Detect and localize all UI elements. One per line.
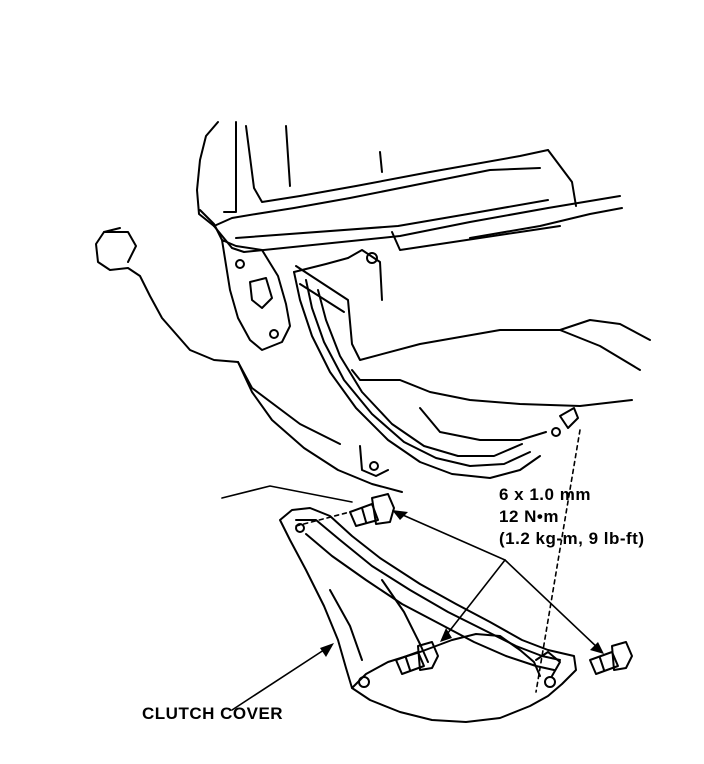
leader-lines: [221, 429, 601, 711]
fastener-spec-callout: 6 x 1.0 mm 12 N•m (1.2 kg-m, 9 lb-ft): [499, 484, 645, 550]
torque-alt-label: (1.2 kg-m, 9 lb-ft): [499, 529, 645, 548]
bolt-middle: [395, 641, 439, 675]
torque-nm-label: 12 N•m: [499, 507, 559, 526]
bolt-right: [589, 641, 633, 675]
clutch-cover: [279, 507, 577, 723]
arrowheads: [320, 510, 604, 657]
clutch-cover-label: CLUTCH COVER: [142, 704, 284, 723]
bolt-upper: [349, 493, 395, 527]
bolt-size-label: 6 x 1.0 mm: [499, 485, 591, 504]
transmission-housing: [95, 121, 651, 493]
